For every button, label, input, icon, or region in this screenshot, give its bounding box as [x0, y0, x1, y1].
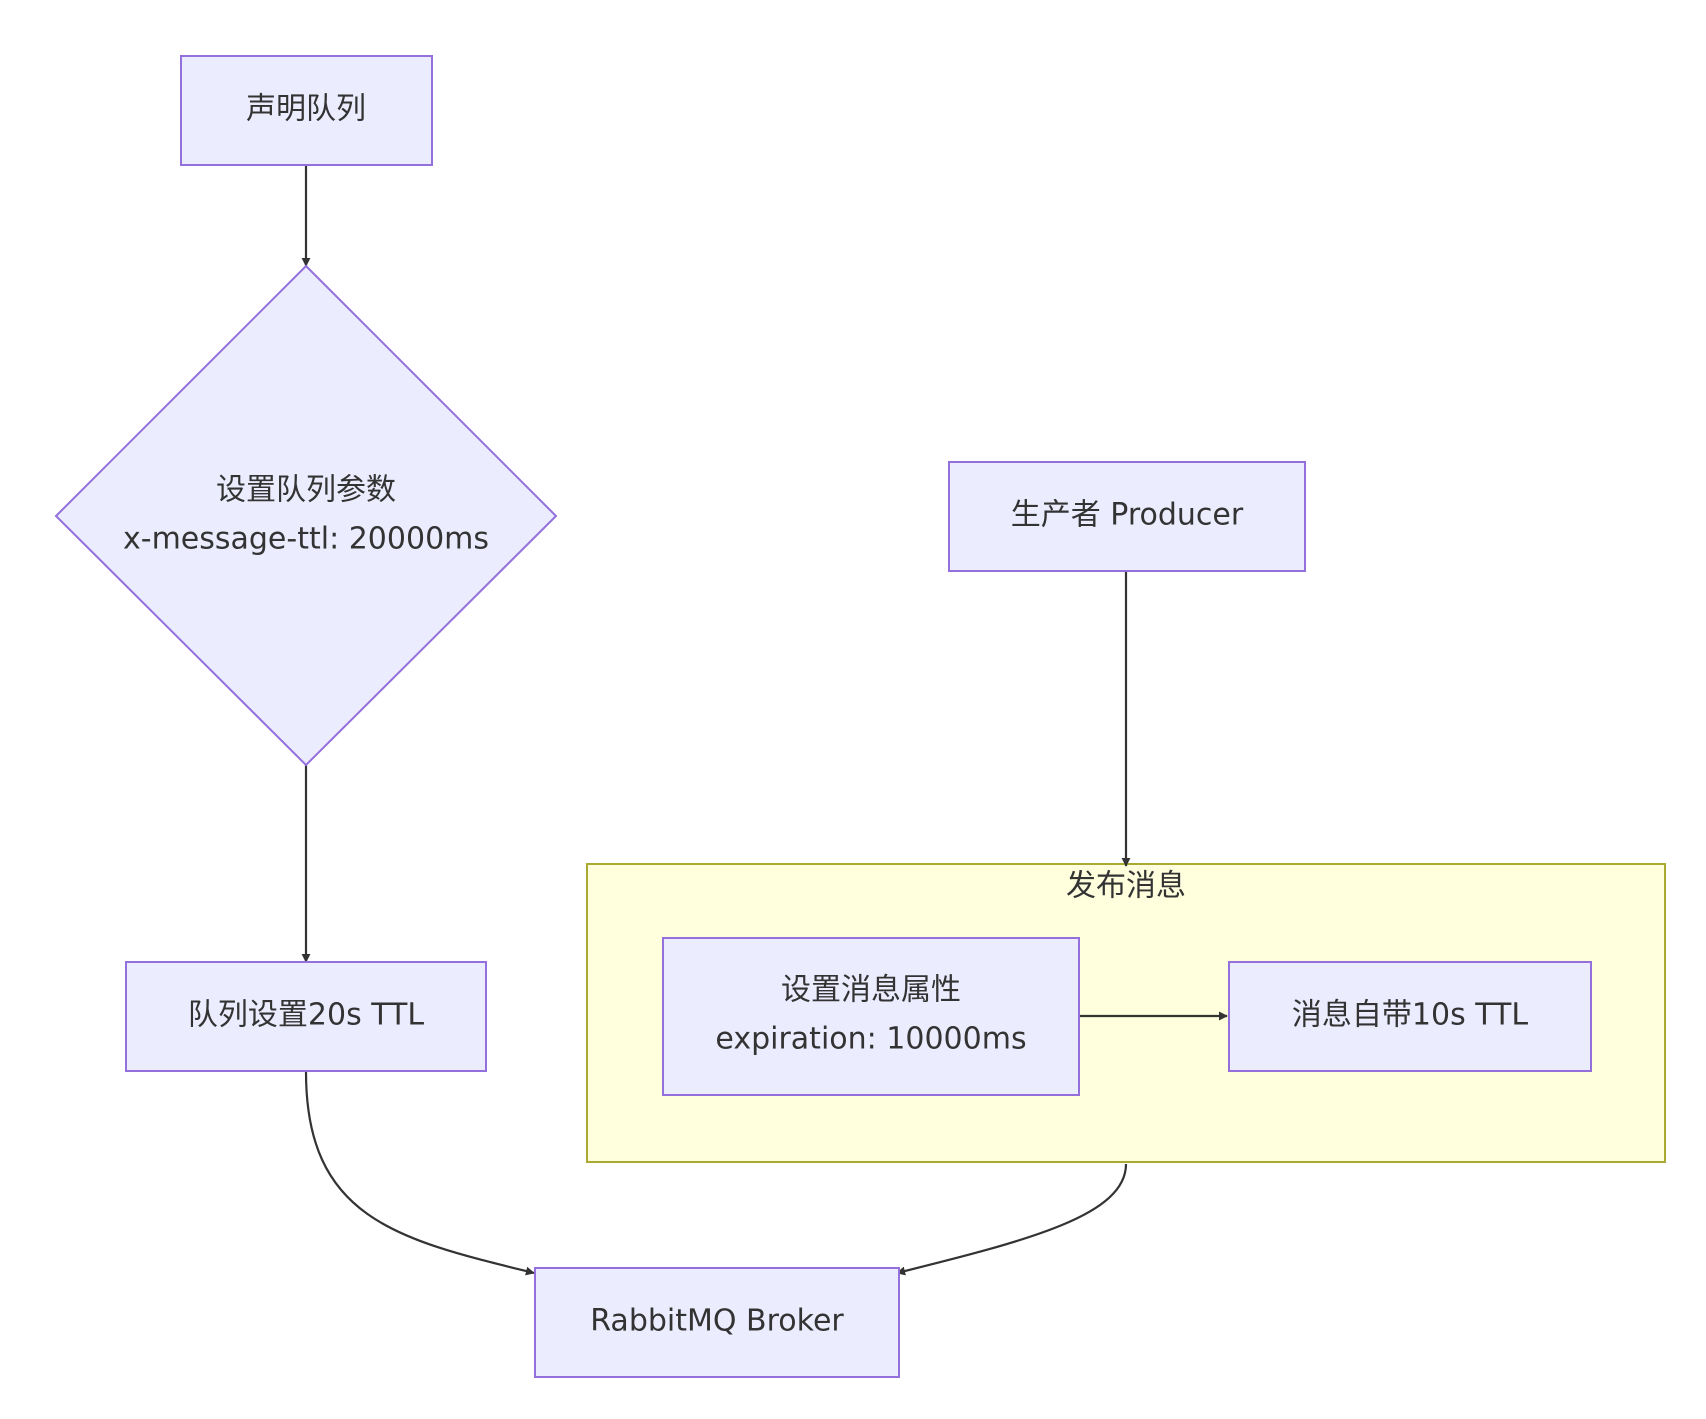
queue-params-label-line2: x-message-ttl: 20000ms — [123, 522, 489, 557]
declare-queue-node: 声明队列 — [180, 55, 433, 166]
queue-ttl-label: 队列设置20s TTL — [188, 998, 424, 1033]
message-props-node: 设置消息属性 expiration: 10000ms — [662, 937, 1080, 1096]
queue-params-label-line1: 设置队列参数 — [216, 473, 396, 508]
producer-label: 生产者 Producer — [1011, 498, 1244, 533]
message-ttl-node: 消息自带10s TTL — [1228, 961, 1592, 1072]
declare-queue-label: 声明队列 — [246, 92, 366, 127]
edge-queue-ttl-to-broker — [304, 1071, 535, 1276]
message-props-label-line1: 设置消息属性 — [781, 973, 961, 1008]
queue-ttl-node: 队列设置20s TTL — [125, 961, 487, 1072]
producer-node: 生产者 Producer — [948, 461, 1306, 572]
message-props-label-line2: expiration: 10000ms — [715, 1022, 1026, 1057]
message-ttl-label: 消息自带10s TTL — [1292, 998, 1528, 1033]
cluster-title: 发布消息 — [1066, 869, 1186, 904]
queue-params-decision-node: 设置队列参数 x-message-ttl: 20000ms — [54, 264, 558, 767]
edge-publish-to-broker — [896, 1163, 1128, 1276]
broker-label: RabbitMQ Broker — [590, 1304, 844, 1339]
broker-node: RabbitMQ Broker — [534, 1267, 900, 1378]
